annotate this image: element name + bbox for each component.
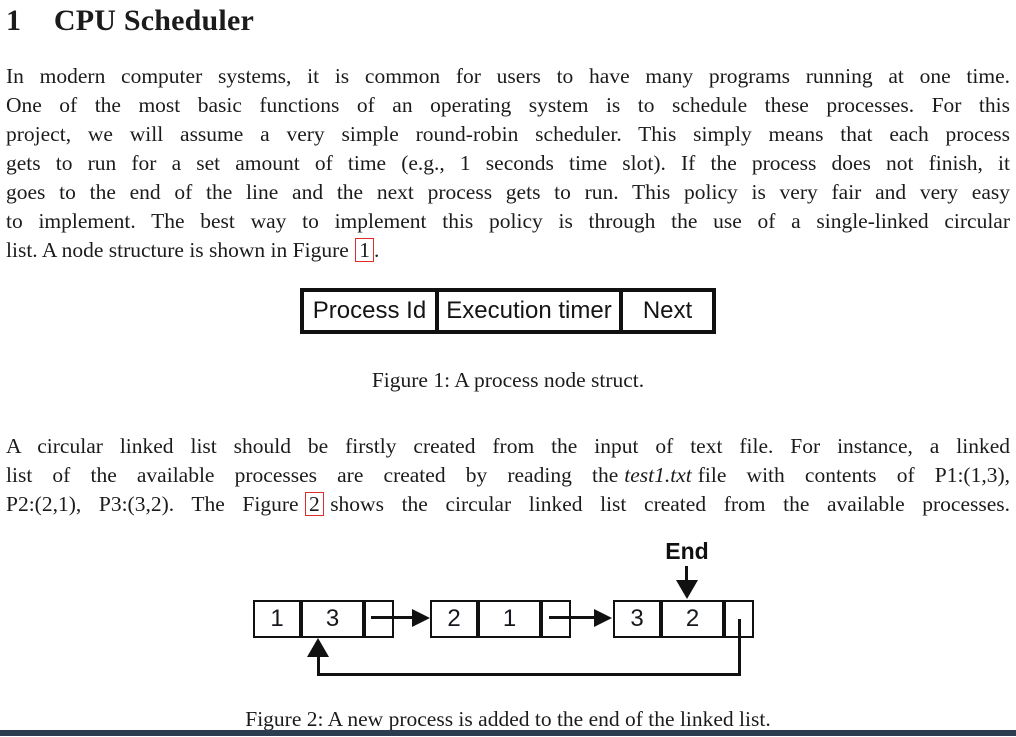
circular-link-arrowhead-up-icon	[307, 638, 329, 657]
node-2-process-id: 2	[430, 600, 478, 638]
list-node-2: 2 1	[430, 600, 571, 638]
list-node-3: 3 2	[613, 600, 754, 638]
circular-link-down-segment	[738, 619, 741, 676]
struct-field-execution-timer: Execution timer	[437, 290, 621, 332]
figure-2-caption: Figure 2: A new process is added to the …	[245, 707, 771, 731]
end-arrow-line	[685, 566, 688, 582]
paragraph-line: list of the available processes are crea…	[6, 461, 1010, 490]
figure-2-linked-list-diagram: End 1 3 2 1 3 2	[0, 536, 1016, 702]
node-2-next-pointer	[541, 600, 571, 638]
paragraph-line: goes to the end of the line and the next…	[6, 180, 1010, 204]
node-1-next-pointer	[364, 600, 394, 638]
circular-link-up-segment	[317, 656, 320, 676]
figure-1-caption: Figure 1: A process node struct.	[371, 368, 645, 392]
paragraph-line: to implement. The best way to implement …	[6, 209, 1010, 233]
figure-1-struct-box: Process Id Execution timer Next	[300, 288, 716, 334]
paragraph-line: One of the most basic functions of an op…	[6, 93, 1010, 117]
link-arrow-node2-node3	[549, 616, 596, 619]
window-bottom-edge-bar	[0, 730, 1016, 736]
link-arrowhead-node1-node2-icon	[412, 609, 430, 627]
paragraph-text: shows the circular linked list created f…	[330, 492, 1011, 516]
list-node-1: 1 3	[253, 600, 394, 638]
paragraph-text: .	[373, 238, 380, 262]
node-3-execution-timer: 2	[661, 600, 724, 638]
paragraph-linked-list: A circular linked list should be firstly…	[6, 432, 1010, 519]
section-number: 1	[6, 4, 22, 37]
end-arrow-down-icon	[676, 580, 698, 599]
paragraph-text: list. A node structure is shown in Figur…	[6, 238, 349, 262]
end-pointer-label: End	[665, 538, 709, 564]
node-1-execution-timer: 3	[301, 600, 364, 638]
filename-test1-txt: test1.txt	[624, 463, 692, 487]
figure-1-link[interactable]: 1	[355, 238, 374, 262]
paragraph-line: gets to run for a set amount of time (e.…	[6, 151, 1010, 175]
paragraph-line: list. A node structure is shown in Figur…	[6, 236, 1010, 265]
paragraph-text: file with contents of P1:(1,3),	[697, 463, 1010, 487]
figure-2-link[interactable]: 2	[305, 492, 324, 516]
section-heading: 1 CPU Scheduler	[6, 4, 1016, 38]
paragraph-line: project, we will assume a very simple ro…	[6, 122, 1010, 146]
link-arrowhead-node2-node3-icon	[594, 609, 612, 627]
section-title: CPU Scheduler	[53, 4, 254, 37]
paragraph-intro: In modern computer systems, it is common…	[6, 62, 1010, 265]
node-1-process-id: 1	[253, 600, 301, 638]
paragraph-line: In modern computer systems, it is common…	[6, 64, 1010, 88]
paragraph-text: list of the available processes are crea…	[6, 463, 619, 487]
paragraph-text: P2:(2,1), P3:(3,2). The Figure	[6, 492, 299, 516]
link-arrow-node1-node2	[371, 616, 414, 619]
paragraph-line: A circular linked list should be firstly…	[6, 434, 1010, 458]
struct-field-process-id: Process Id	[302, 290, 437, 332]
node-2-execution-timer: 1	[478, 600, 541, 638]
node-3-process-id: 3	[613, 600, 661, 638]
circular-link-horizontal-segment	[317, 673, 741, 676]
struct-field-next: Next	[621, 290, 714, 332]
